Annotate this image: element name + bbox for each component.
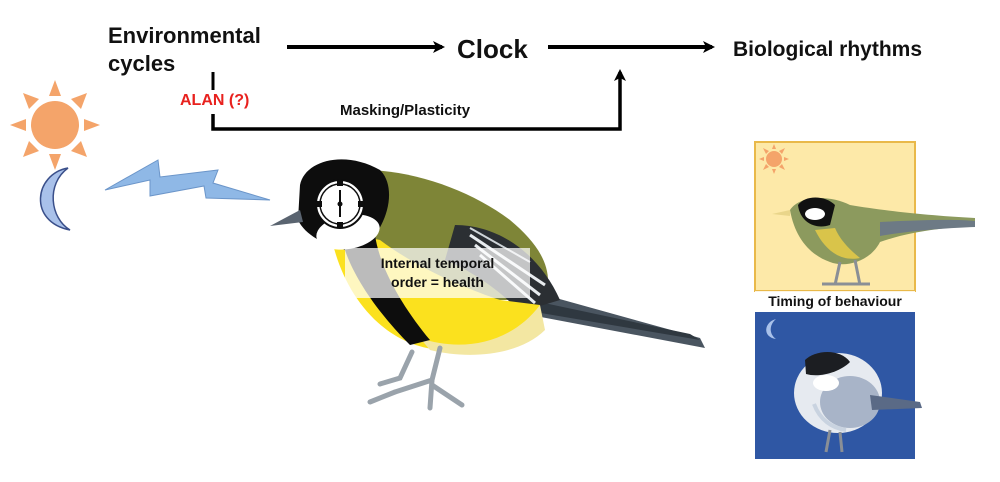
panel-moon-icon bbox=[766, 319, 776, 339]
clock-face-icon bbox=[315, 179, 365, 229]
day-panel bbox=[754, 141, 975, 292]
sleeping-bird-photo bbox=[794, 352, 922, 453]
alan-label: ALAN (?) bbox=[180, 92, 250, 109]
clock-label: Clock bbox=[457, 34, 528, 64]
bird-beak bbox=[270, 210, 303, 226]
moon-icon bbox=[39, 167, 71, 231]
environmental-cycles-label: Environmental cycles bbox=[108, 22, 288, 78]
environmental-cycles-line-1: Environmental bbox=[108, 23, 261, 48]
day-bird-photo bbox=[772, 197, 975, 286]
internal-order-line-1: Internal temporal bbox=[380, 255, 495, 271]
panel-sun-icon bbox=[759, 144, 789, 174]
internal-order-line-2: order = health bbox=[391, 274, 484, 290]
masking-plasticity-label: Masking/Plasticity bbox=[340, 102, 471, 119]
bird-legs bbox=[367, 345, 465, 411]
flow-arrows bbox=[211, 41, 715, 131]
sun-icon bbox=[10, 80, 100, 170]
internal-temporal-order-label: Internal temporal order = health bbox=[345, 248, 530, 298]
masking-bypass-arrow bbox=[211, 69, 626, 131]
environmental-cycles-line-2: cycles bbox=[108, 51, 176, 76]
night-panel bbox=[755, 312, 922, 459]
biological-rhythms-label: Biological rhythms bbox=[733, 38, 923, 61]
timing-of-behaviour-label: Timing of behaviour bbox=[755, 291, 915, 312]
lightning-icon bbox=[104, 159, 271, 201]
